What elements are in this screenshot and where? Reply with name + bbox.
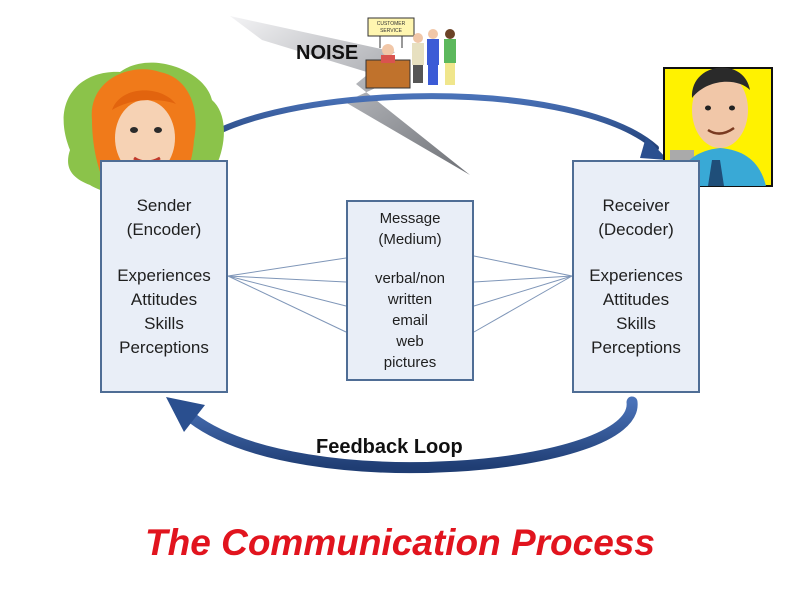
receiver-item: Perceptions	[591, 338, 681, 357]
sender-item: Experiences	[117, 266, 211, 285]
sender-item: Skills	[144, 314, 184, 333]
feedback-arc-arrow	[186, 396, 638, 474]
sender-connector-lines	[227, 257, 347, 333]
page-title: The Communication Process	[145, 522, 655, 563]
noise-lightning-bolt	[230, 16, 470, 175]
receiver-item: Skills	[616, 314, 656, 333]
receiver-subtitle: (Decoder)	[598, 220, 674, 239]
receiver-connector-lines	[473, 255, 573, 333]
noise-label: NOISE	[296, 42, 359, 64]
receiver-item: Experiences	[589, 266, 683, 285]
sign-text-line-2: SERVICE	[380, 28, 403, 34]
message-item: web	[396, 333, 424, 350]
receiver-title: Receiver	[602, 196, 670, 215]
sender-item: Attitudes	[130, 290, 198, 309]
sender-item: Perceptions	[119, 338, 209, 357]
sign-text-line-1: CUSTOMER	[377, 21, 406, 27]
forward-arrowhead	[640, 137, 668, 160]
customer-service-clipart-icon: CUSTOMER SERVICE	[365, 17, 456, 89]
message-item: verbal/non	[374, 270, 446, 287]
receiver-box: Receiver (Decoder) Experiences Attitudes…	[572, 160, 700, 393]
message-title: Message	[379, 210, 441, 227]
message-subtitle: (Medium)	[378, 231, 442, 248]
message-item: written	[387, 291, 433, 308]
message-item: email	[392, 312, 428, 329]
message-box: Message (Medium) verbal/non written emai…	[346, 200, 474, 381]
message-item: pictures	[383, 354, 437, 371]
forward-arc-arrow	[185, 93, 659, 155]
receiver-item: Attitudes	[602, 290, 670, 309]
sender-box: Sender (Encoder) Experiences Attitudes S…	[100, 160, 228, 393]
feedback-arrowhead	[166, 397, 205, 432]
sender-title: Sender	[136, 196, 192, 215]
feedback-loop-label: Feedback Loop	[316, 436, 463, 458]
sender-subtitle: (Encoder)	[126, 220, 202, 239]
